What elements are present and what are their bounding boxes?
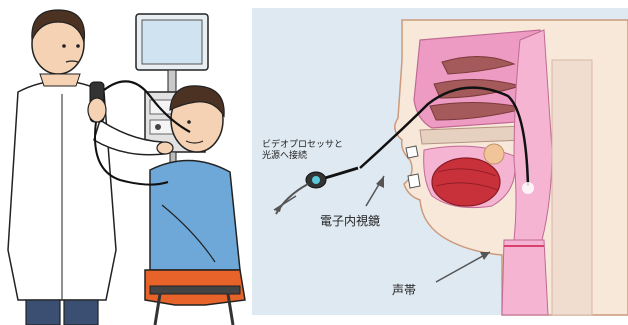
endoscope-light xyxy=(522,182,534,194)
tongue xyxy=(432,158,500,206)
larynx xyxy=(502,240,548,315)
cross-section-figure xyxy=(252,0,628,325)
endoscope-label: 電子内視鏡 xyxy=(320,214,380,229)
upper-teeth xyxy=(406,146,418,158)
processor-label-line1: ビデオプロセッサと xyxy=(262,140,343,151)
video-monitor xyxy=(136,14,208,92)
spine xyxy=(552,60,592,315)
pharynx xyxy=(514,30,552,240)
processor-label-line2: 光源へ接続 xyxy=(262,151,343,162)
adenoid xyxy=(484,144,504,164)
nasal-endoscopy-diagram: ビデオプロセッサと 光源へ接続 電子内視鏡 声帯 xyxy=(252,0,628,325)
exam-illustration xyxy=(0,0,250,325)
exam-scene xyxy=(0,0,250,325)
vocal-cords-label: 声帯 xyxy=(392,283,416,298)
processor-connection-label: ビデオプロセッサと 光源へ接続 xyxy=(262,140,343,163)
lower-teeth xyxy=(408,174,420,188)
